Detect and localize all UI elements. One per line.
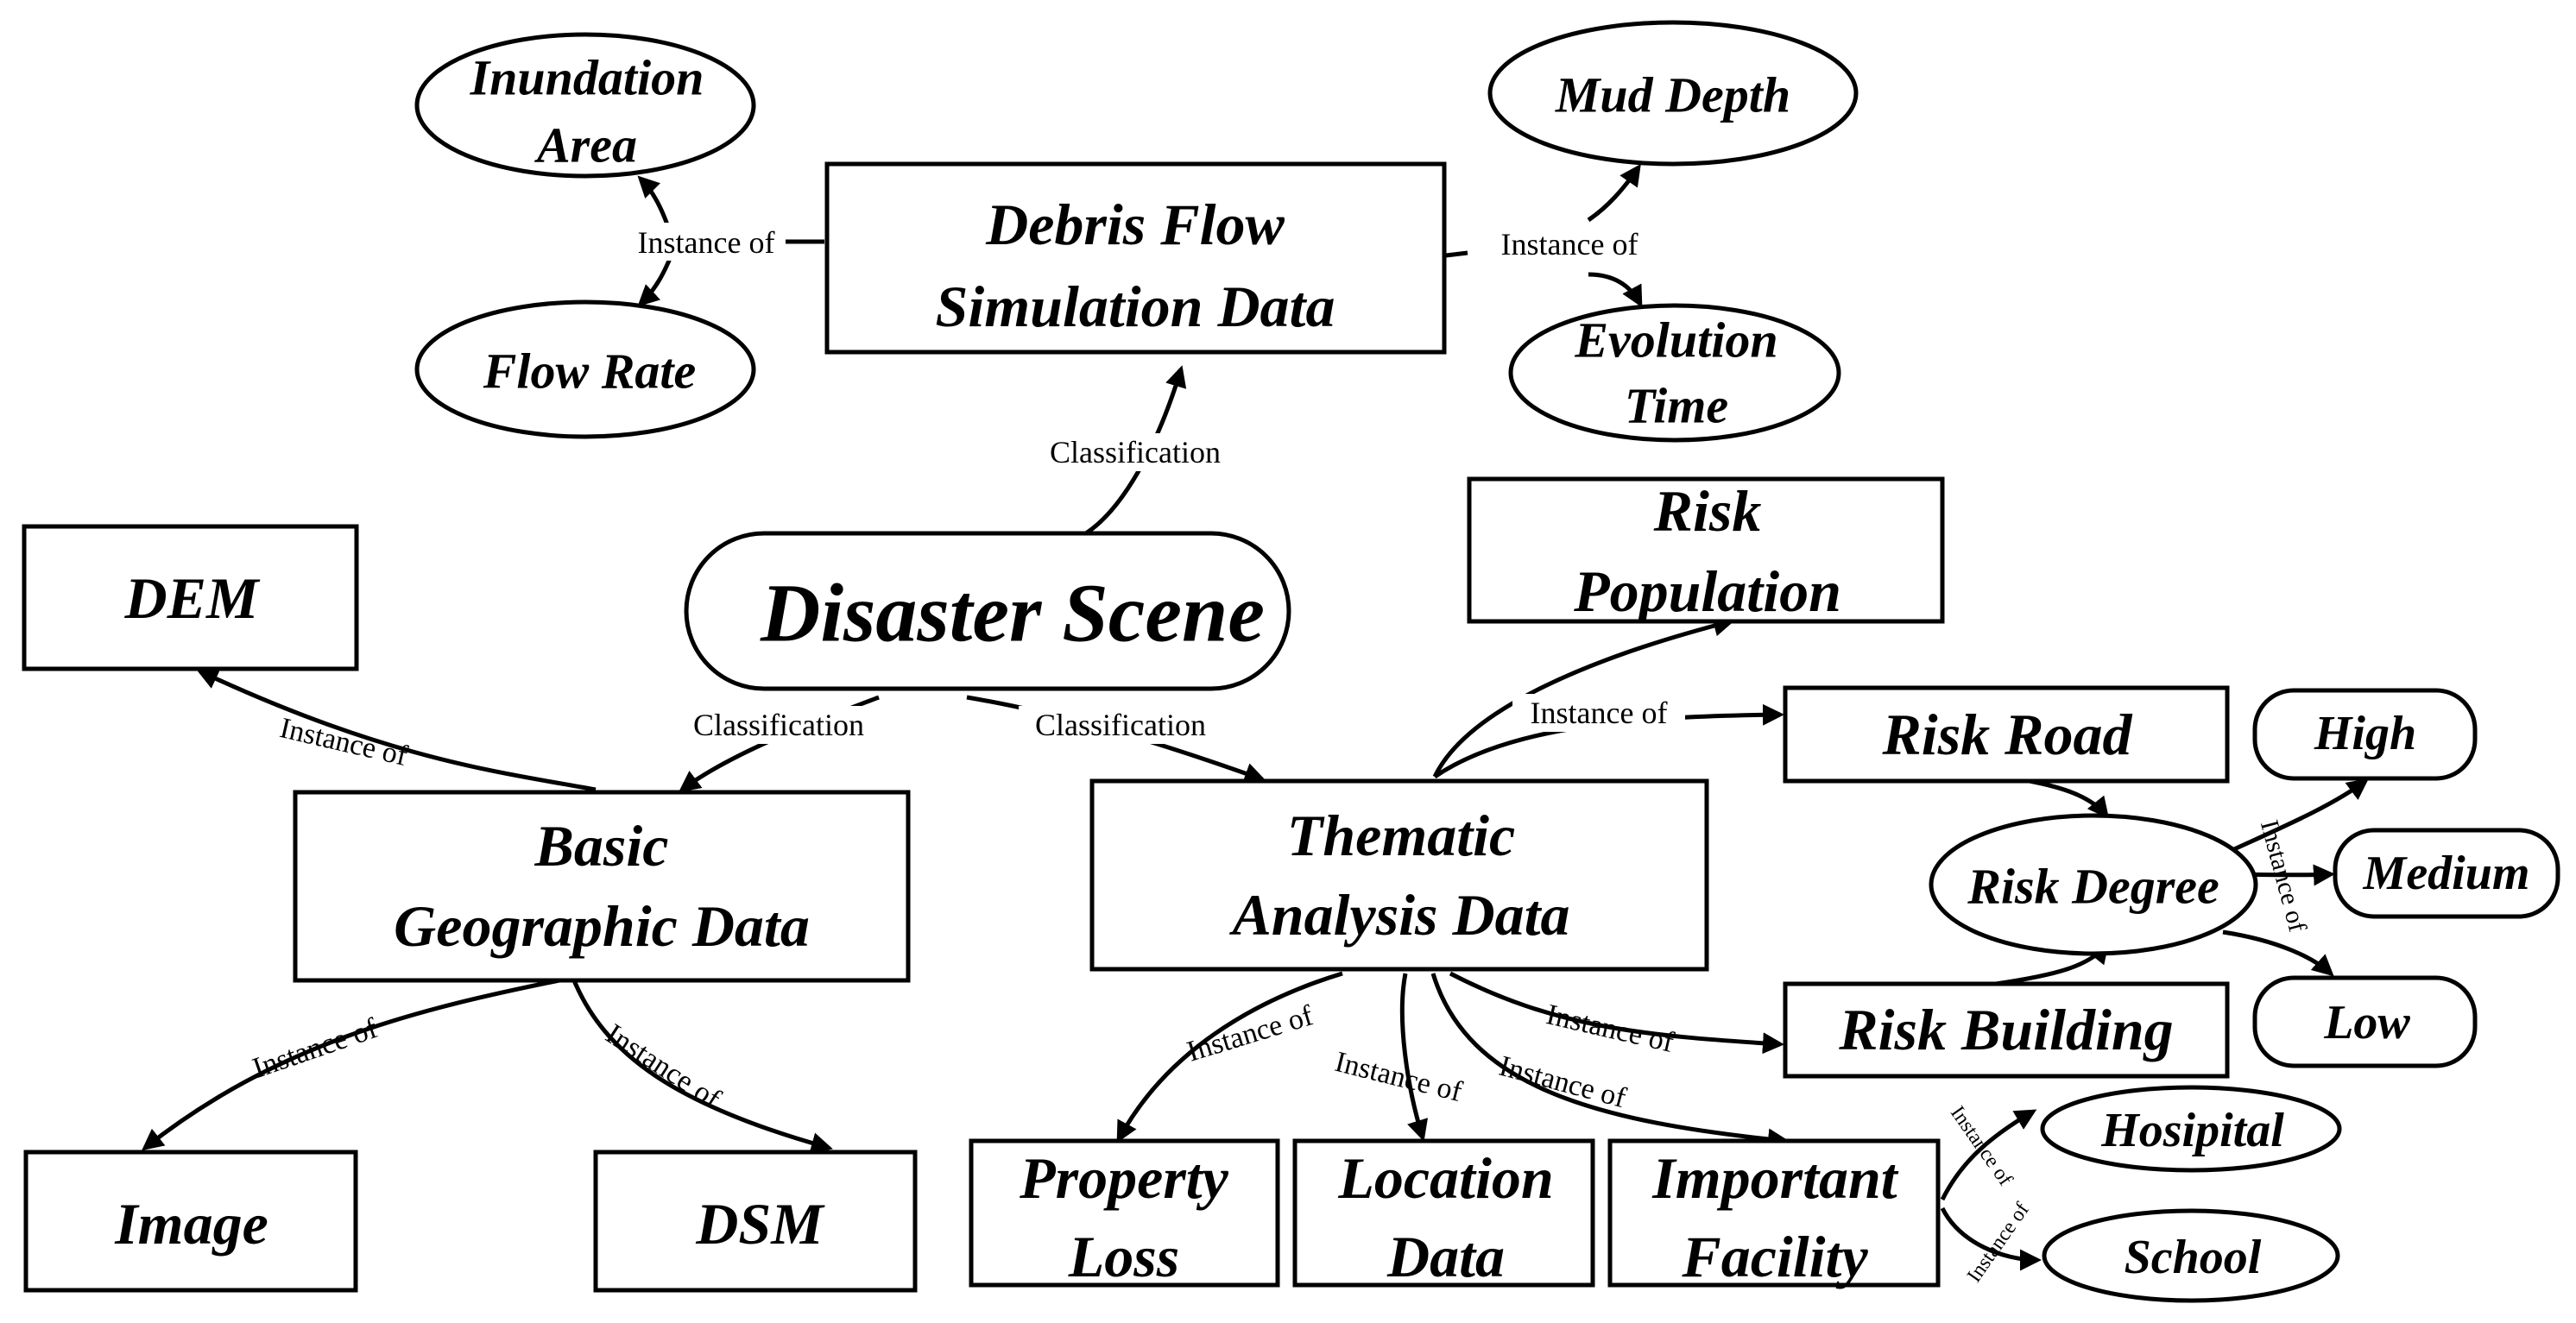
svg-text:Geographic Data: Geographic Data (394, 893, 810, 959)
svg-text:DSM: DSM (695, 1191, 825, 1257)
edge-label-location: Instance of (1332, 1046, 1466, 1108)
node-low[interactable]: Low (2252, 975, 2478, 1068)
edge-debris-to-right (1445, 250, 1468, 258)
svg-text:Low: Low (2323, 996, 2410, 1049)
node-risk-degree[interactable]: Risk Degree (1929, 813, 2258, 956)
svg-text:Risk: Risk (1653, 478, 1762, 544)
node-disaster-scene[interactable]: Disaster Scene (684, 531, 1291, 691)
node-important-facility[interactable]: Important Facility (1607, 1138, 1941, 1289)
edge-label-image: Instance of (249, 1012, 382, 1085)
edge-facility-to-school (1940, 1206, 2042, 1271)
svg-text:Important: Important (1651, 1145, 1899, 1211)
node-thematic-analysis-data[interactable]: Thematic Analysis Data (1089, 778, 1709, 972)
svg-text:Evolution: Evolution (1574, 312, 1777, 369)
node-image[interactable]: Image (23, 1150, 358, 1293)
edge-label-population-road: Instance of (1531, 696, 1668, 730)
svg-text:Inundation: Inundation (470, 50, 704, 106)
edge-degree-to-high (2221, 778, 2370, 857)
edge-thematic-to-location (1399, 973, 1429, 1142)
svg-text:Facility: Facility (1681, 1224, 1868, 1289)
node-hospital[interactable]: Hosipital (2040, 1085, 2342, 1173)
node-evolution-time[interactable]: Evolution Time (1508, 303, 1841, 443)
svg-text:Debris Flow: Debris Flow (985, 192, 1285, 257)
svg-text:High: High (2314, 707, 2416, 760)
edge-label-debris-right: Instance of (1501, 227, 1638, 261)
node-dem[interactable]: DEM (22, 524, 359, 671)
edge-label-classification-left: Classification (693, 708, 864, 742)
svg-text:Area: Area (534, 117, 637, 173)
svg-text:Hosipital: Hosipital (2100, 1104, 2284, 1157)
edge-degree-to-low (2222, 929, 2334, 977)
svg-text:DEM: DEM (124, 565, 261, 631)
svg-text:Thematic: Thematic (1287, 803, 1515, 868)
edge-basic-to-dem (196, 669, 597, 792)
svg-text:Property: Property (1019, 1145, 1229, 1211)
svg-text:Mud Depth: Mud Depth (1555, 67, 1790, 123)
node-risk-building[interactable]: Risk Building (1783, 981, 2230, 1079)
edge-thematic-to-important (1430, 973, 1790, 1150)
node-location-data[interactable]: Location Data (1292, 1138, 1595, 1289)
node-risk-road[interactable]: Risk Road (1783, 685, 2230, 784)
edge-thematic-to-property (1116, 971, 1343, 1143)
node-mud-depth[interactable]: Mud Depth (1487, 20, 1859, 167)
svg-text:Data: Data (1386, 1224, 1505, 1289)
edge-label-building: Instance of (1544, 999, 1677, 1059)
svg-text:Risk Road: Risk Road (1881, 702, 2132, 767)
node-basic-geographic-data[interactable]: Basic Geographic Data (293, 790, 911, 983)
edge-thematic-to-building (1449, 971, 1784, 1055)
node-school[interactable]: School (2042, 1208, 2340, 1303)
svg-text:Population: Population (1573, 558, 1841, 624)
svg-text:Basic: Basic (534, 813, 669, 879)
edge-label-dsm: Instance of (600, 1018, 727, 1116)
edge-label-important: Instance of (1496, 1050, 1630, 1115)
node-risk-population[interactable]: Risk Population (1467, 476, 1945, 624)
svg-text:Analysis Data: Analysis Data (1228, 882, 1569, 948)
svg-text:Image: Image (114, 1191, 268, 1257)
edge-facility-to-hospital (1940, 1109, 2037, 1201)
node-property-loss[interactable]: Property Loss (969, 1138, 1280, 1289)
node-medium[interactable]: Medium (2333, 828, 2560, 919)
svg-text:Risk Degree: Risk Degree (1967, 859, 2219, 915)
edge-scene-to-debris (1084, 365, 1187, 536)
node-debris-flow[interactable]: Debris Flow Simulation Data (824, 161, 1447, 355)
edge-label-debris-left: Instance of (638, 225, 775, 260)
svg-text:Flow Rate: Flow Rate (483, 343, 697, 400)
edge-label-classification-right: Classification (1035, 708, 1206, 742)
edge-thematic-to-population (1432, 614, 1735, 778)
edge-label-classification-top: Classification (1050, 435, 1221, 469)
svg-text:Medium: Medium (2363, 847, 2530, 900)
svg-text:Loss: Loss (1068, 1224, 1179, 1289)
edge-label-dem: Instance of (277, 712, 411, 772)
node-inundation-area[interactable]: Inundation Area (414, 32, 756, 179)
svg-text:Simulation Data: Simulation Data (936, 274, 1335, 339)
edge-basic-to-dsm (571, 980, 833, 1154)
node-flow-rate[interactable]: Flow Rate (414, 299, 756, 439)
node-dsm[interactable]: DSM (593, 1150, 918, 1293)
svg-text:Risk Building: Risk Building (1838, 997, 2173, 1062)
edge-debris-to-muddepth (1587, 163, 1641, 223)
edge-debris-to-evolution (1588, 272, 1643, 308)
edge-basic-to-image (142, 978, 560, 1151)
svg-text:Time: Time (1625, 378, 1728, 434)
svg-text:School: School (2125, 1231, 2262, 1284)
node-high[interactable]: High (2252, 688, 2478, 781)
svg-text:Location: Location (1337, 1145, 1553, 1211)
nodes: Disaster Scene Debris Flow Simulation Da… (22, 20, 2560, 1303)
edge-road-to-degree (2019, 777, 2110, 819)
svg-text:Disaster Scene: Disaster Scene (760, 567, 1265, 659)
